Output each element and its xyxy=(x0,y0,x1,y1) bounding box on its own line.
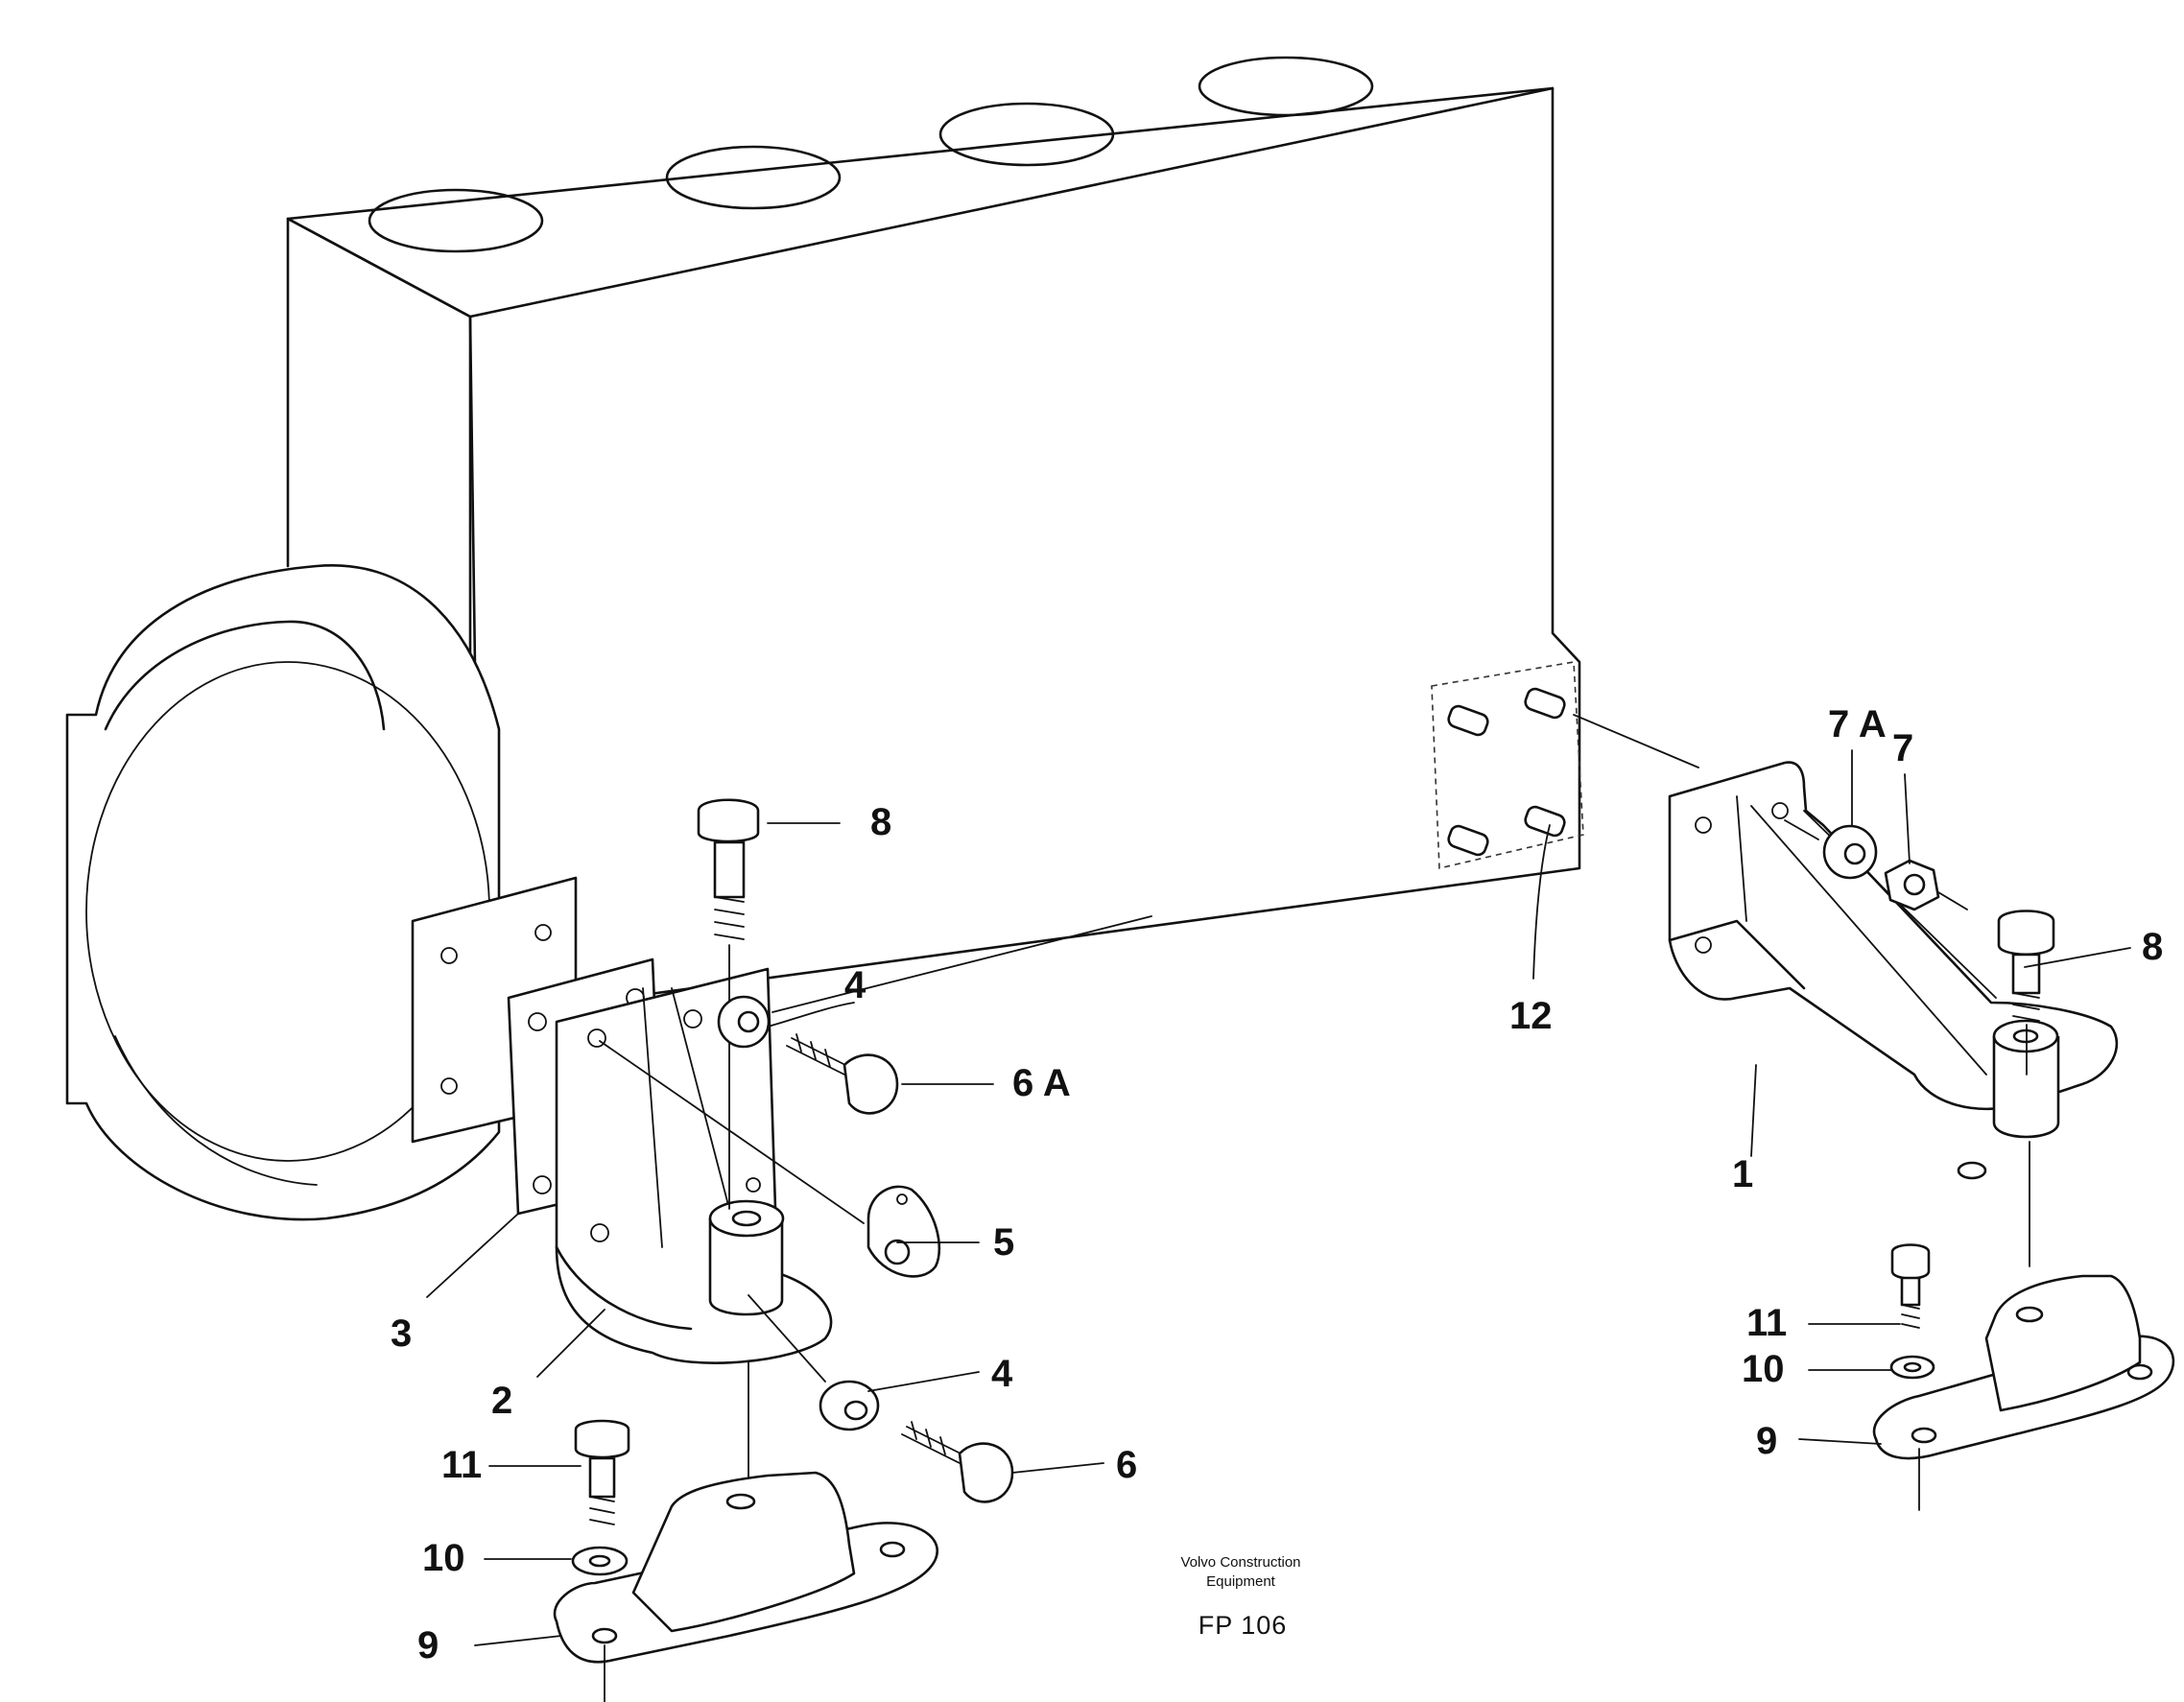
callout-6a: 6 A xyxy=(1012,1062,1071,1104)
bolt-6 xyxy=(901,1421,1014,1503)
cylinder-bore xyxy=(368,188,544,253)
lock-plate xyxy=(866,1185,941,1278)
callout-4-lower: 4 xyxy=(991,1353,1013,1395)
callout-7: 7 xyxy=(1892,727,1913,769)
cylinder-bore xyxy=(1198,56,1374,117)
callout-leaders xyxy=(426,749,2131,1646)
callout-2: 2 xyxy=(491,1380,512,1422)
callout-12: 12 xyxy=(1509,995,1553,1037)
rubber-mount-left xyxy=(553,1361,938,1702)
washer-10-left xyxy=(571,1546,629,1576)
callout-11-left: 11 xyxy=(441,1444,482,1486)
caption-company-line1: Volvo Construction xyxy=(1180,1554,1300,1571)
nut-7 xyxy=(1884,859,1968,911)
callout-9-left: 9 xyxy=(417,1624,439,1667)
bolt-left xyxy=(697,798,760,1210)
callout-10-left: 10 xyxy=(422,1537,465,1579)
callout-11-right: 11 xyxy=(1746,1302,1787,1344)
callout-4-upper: 4 xyxy=(844,964,866,1006)
washer-7a xyxy=(1784,819,1878,880)
callout-1: 1 xyxy=(1732,1153,1753,1195)
washer-upper xyxy=(717,915,1152,1049)
figure-code: FP 106 xyxy=(1199,1611,1288,1640)
caption: Volvo Construction Equipment FP 106 xyxy=(1180,1554,1300,1640)
callout-labels: 8 4 6 A 5 4 6 3 2 11 10 9 12 7 A 7 8 1 1… xyxy=(391,703,2163,1667)
right-bracket xyxy=(1668,761,2119,1180)
bolt-6a xyxy=(786,1033,899,1115)
stud xyxy=(1447,687,1566,857)
bolt-right xyxy=(1997,910,2055,1076)
caption-company-line2: Equipment xyxy=(1206,1573,1276,1590)
callout-8-right: 8 xyxy=(2142,926,2163,968)
left-bracket xyxy=(555,967,833,1364)
callout-5: 5 xyxy=(993,1221,1014,1264)
cylinder-bore xyxy=(665,145,842,210)
callout-8-left: 8 xyxy=(870,801,891,843)
engine-block xyxy=(286,56,1584,1019)
bolt-11-left xyxy=(574,1419,630,1525)
callout-6: 6 xyxy=(1116,1444,1137,1486)
washer-lower xyxy=(748,1294,880,1431)
callout-10-right: 10 xyxy=(1742,1348,1785,1390)
callout-3: 3 xyxy=(391,1312,412,1355)
bolt-11-right xyxy=(1890,1243,1931,1329)
callout-7a: 7 A xyxy=(1828,703,1887,745)
cylinder-bore xyxy=(938,102,1115,167)
mounting-pad xyxy=(1431,661,1584,869)
rubber-mount-right xyxy=(1872,1141,2175,1511)
washer-10-right xyxy=(1889,1355,1935,1380)
callout-9-right: 9 xyxy=(1756,1420,1777,1462)
